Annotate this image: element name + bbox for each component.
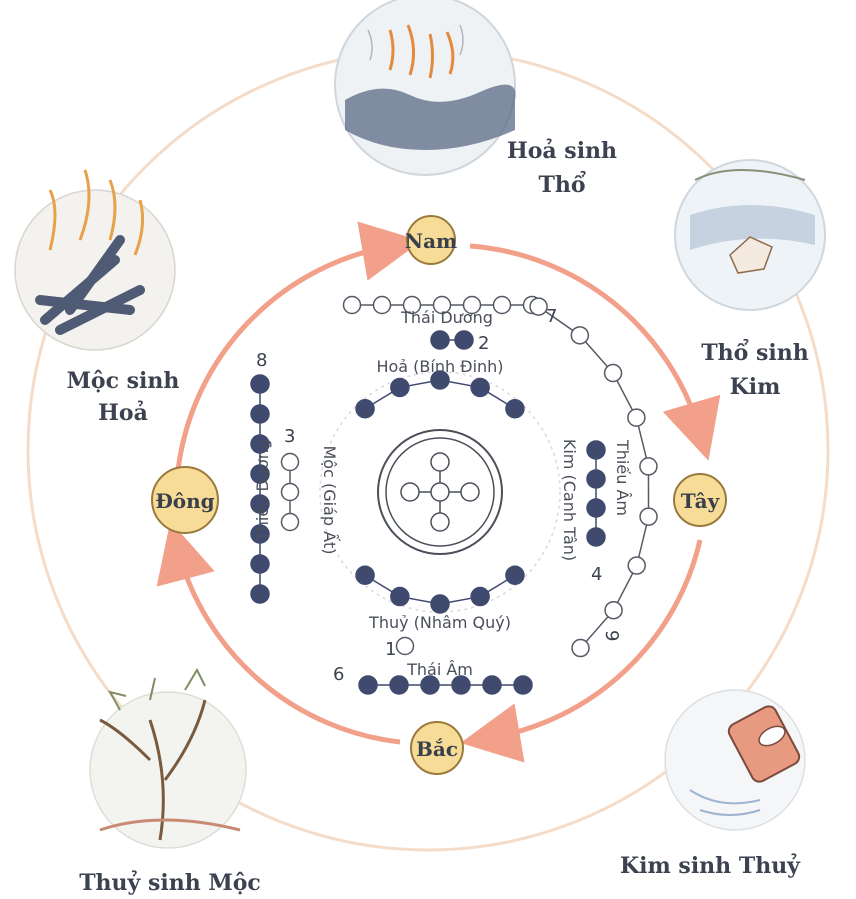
fire-earth-illustration bbox=[335, 0, 516, 175]
water-wood-illustration bbox=[90, 670, 246, 848]
number-8: 8 bbox=[256, 350, 267, 371]
dot-eight bbox=[251, 555, 269, 573]
dot-fire-arc bbox=[391, 378, 409, 396]
dot-six bbox=[390, 676, 408, 694]
dot-water-arc bbox=[356, 566, 374, 584]
number-6: 6 bbox=[333, 664, 344, 685]
center-dot bbox=[401, 483, 419, 501]
dot-four bbox=[587, 499, 605, 517]
hoa-label: Hoả (Bính Đinh) bbox=[376, 357, 503, 376]
dot-three bbox=[282, 514, 299, 531]
center-dot bbox=[431, 483, 449, 501]
east-label: Đông bbox=[155, 489, 214, 513]
dot-seven bbox=[494, 297, 511, 314]
dot-fire-arc bbox=[506, 400, 524, 418]
fire-earth-line1: Hoả sinh bbox=[507, 138, 617, 164]
thieu-duong-label: Thiếu Dương bbox=[253, 439, 272, 542]
north-label: Bắc bbox=[416, 737, 458, 761]
dot-water-arc bbox=[506, 566, 524, 584]
badge-south: Nam bbox=[405, 216, 457, 264]
dot-eight bbox=[251, 405, 269, 423]
dot-six bbox=[514, 676, 532, 694]
wood-fire-illustration bbox=[15, 170, 175, 350]
dot-eight bbox=[251, 585, 269, 603]
thuy-label: Thuỷ (Nhâm Quý) bbox=[368, 613, 511, 632]
dot-nine bbox=[628, 409, 645, 426]
number-2: 2 bbox=[478, 333, 489, 354]
dot-six bbox=[483, 676, 501, 694]
dot-fire-arc bbox=[356, 400, 374, 418]
thai-am-label: Thái Âm bbox=[406, 660, 473, 679]
dot-one bbox=[397, 638, 414, 655]
dot-water-arc bbox=[391, 588, 409, 606]
center-dot bbox=[431, 453, 449, 471]
dot-fire-arc bbox=[471, 378, 489, 396]
number-9: 9 bbox=[601, 630, 622, 641]
earth-metal-line1: Thổ sinh bbox=[701, 338, 808, 366]
fire-earth-line2: Thổ bbox=[538, 170, 585, 198]
dot-water-arc bbox=[431, 595, 449, 613]
number-7: 7 bbox=[546, 306, 557, 327]
center-emblem bbox=[378, 430, 502, 554]
dot-four bbox=[587, 441, 605, 459]
dot-nine bbox=[572, 640, 589, 657]
dot-nine bbox=[605, 365, 622, 382]
badge-east: Đông bbox=[152, 467, 218, 533]
dot-seven bbox=[374, 297, 391, 314]
wood-fire-line2: Hoả bbox=[98, 400, 148, 426]
earth-metal-illustration bbox=[675, 160, 825, 310]
center-dot bbox=[461, 483, 479, 501]
water-wood-label: Thuỷ sinh Mộc bbox=[79, 870, 261, 896]
thai-duong-label: Thái Dương bbox=[400, 308, 493, 327]
dot-nine bbox=[640, 508, 657, 525]
badge-north: Bắc bbox=[411, 722, 463, 774]
metal-water-label: Kim sinh Thuỷ bbox=[620, 853, 801, 879]
dot-seven bbox=[344, 297, 361, 314]
dot-nine bbox=[571, 327, 588, 344]
number-4: 4 bbox=[591, 564, 602, 585]
moc-label: Mộc (Giáp Ất) bbox=[320, 445, 341, 554]
number-1: 1 bbox=[385, 639, 396, 660]
dot-nine bbox=[530, 298, 547, 315]
dot-two bbox=[431, 331, 449, 349]
south-label: Nam bbox=[405, 229, 457, 253]
number-3: 3 bbox=[284, 426, 295, 447]
metal-water-illustration bbox=[665, 690, 805, 830]
dot-two bbox=[455, 331, 473, 349]
dot-four bbox=[587, 470, 605, 488]
badge-west: Tây bbox=[674, 474, 726, 526]
dot-nine bbox=[640, 458, 657, 475]
dot-water-arc bbox=[471, 588, 489, 606]
center-dot bbox=[431, 513, 449, 531]
thieu-am-label: Thiếu Âm bbox=[613, 439, 632, 516]
dot-three bbox=[282, 484, 299, 501]
wood-fire-line1: Mộc sinh bbox=[67, 368, 180, 394]
dot-nine bbox=[605, 602, 622, 619]
dot-three bbox=[282, 454, 299, 471]
dot-eight bbox=[251, 375, 269, 393]
earth-metal-line2: Kim bbox=[730, 374, 781, 400]
dot-four bbox=[587, 528, 605, 546]
dot-six bbox=[359, 676, 377, 694]
west-label: Tây bbox=[681, 489, 721, 513]
dot-nine bbox=[628, 557, 645, 574]
kim-label: Kim (Canh Tân) bbox=[560, 439, 579, 561]
